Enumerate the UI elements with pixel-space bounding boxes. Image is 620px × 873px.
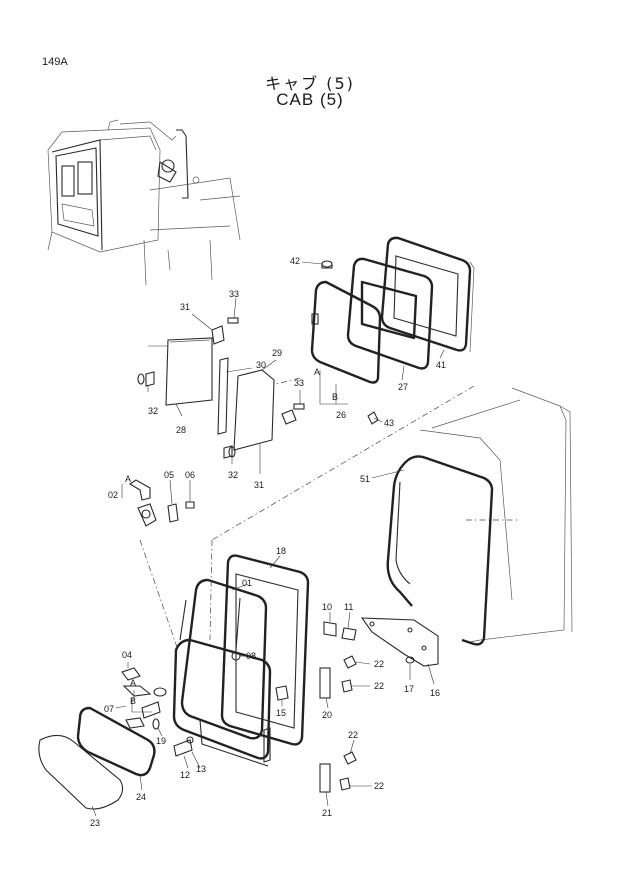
cab-overview-illustration — [47, 119, 241, 286]
title-japanese: キャブ (5) — [265, 74, 355, 93]
callout-23: 23 — [90, 818, 100, 828]
door-hardware — [231, 621, 357, 793]
callout-22-c: 22 — [348, 730, 358, 740]
ref-A-frame: A — [314, 367, 320, 377]
callout-20: 20 — [322, 710, 332, 720]
title-english: CAB (5) — [276, 90, 344, 109]
callout-31-lower: 31 — [254, 480, 264, 490]
callout-32-upper: 32 — [148, 406, 158, 416]
callout-01: 01 — [242, 578, 252, 588]
window-glass-28 — [165, 337, 213, 406]
callout-02: 02 — [108, 490, 118, 500]
callout-06: 06 — [185, 470, 195, 480]
callout-18: 18 — [276, 546, 286, 556]
callout-42: 42 — [290, 256, 300, 266]
callout-15: 15 — [276, 708, 286, 718]
assembly-lines — [121, 370, 475, 713]
callout-32-lower: 32 — [228, 470, 238, 480]
callout-13: 13 — [196, 764, 206, 774]
window-seal-29 — [233, 369, 275, 451]
window-strip-30 — [217, 357, 229, 435]
window-seal-41 — [380, 236, 475, 353]
callout-16: 16 — [430, 688, 440, 698]
callout-41: 41 — [436, 360, 446, 370]
door-assembly-01 — [172, 578, 272, 767]
callout-30: 30 — [256, 360, 266, 370]
window-frame-26 — [310, 280, 382, 384]
callout-33-lower: 33 — [294, 378, 304, 388]
callout-26: 26 — [336, 410, 346, 420]
callout-11: 11 — [344, 602, 353, 612]
callout-05: 05 — [164, 470, 174, 480]
ref-B-frame: B — [332, 392, 338, 402]
ref-A-handle: A — [125, 474, 131, 484]
callout-43: 43 — [384, 418, 394, 428]
callout-17: 17 — [404, 684, 414, 694]
callout-12: 12 — [180, 770, 190, 780]
seal-24-panel-23 — [38, 706, 156, 810]
callout-21: 21 — [322, 808, 332, 818]
page-id: 149A — [42, 56, 68, 68]
door-glass-18 — [220, 554, 310, 746]
callout-19: 19 — [156, 736, 166, 746]
callout-labels: 42 31 33 32 28 29 30 33 32 31 A B 26 27 … — [90, 256, 446, 828]
door-latch-small-parts — [121, 667, 194, 757]
callout-08: 08 — [246, 651, 256, 661]
callout-04: 04 — [122, 650, 132, 660]
callout-51: 51 — [360, 474, 370, 484]
callout-22-b: 22 — [374, 681, 384, 691]
door-frame-51 — [386, 455, 494, 646]
callout-33-upper: 33 — [229, 289, 239, 299]
latch-parts-upper — [137, 317, 305, 459]
handle-assembly-02 — [128, 479, 195, 527]
window-frame-27 — [346, 257, 434, 370]
callout-24: 24 — [136, 792, 146, 802]
callout-29: 29 — [272, 348, 282, 358]
callout-22-a: 22 — [374, 659, 384, 669]
ref-A-latch: A — [130, 678, 136, 688]
callout-27: 27 — [398, 382, 408, 392]
callout-07: 07 — [104, 704, 114, 714]
ref-B-latch: B — [130, 696, 136, 706]
callout-10: 10 — [322, 602, 332, 612]
callout-28: 28 — [176, 425, 186, 435]
hinge-bracket-16 — [360, 617, 439, 667]
callout-22-d: 22 — [374, 781, 384, 791]
leader-lines — [91, 261, 445, 817]
cab-body-outline — [419, 387, 573, 643]
callout-31-upper: 31 — [180, 302, 190, 312]
